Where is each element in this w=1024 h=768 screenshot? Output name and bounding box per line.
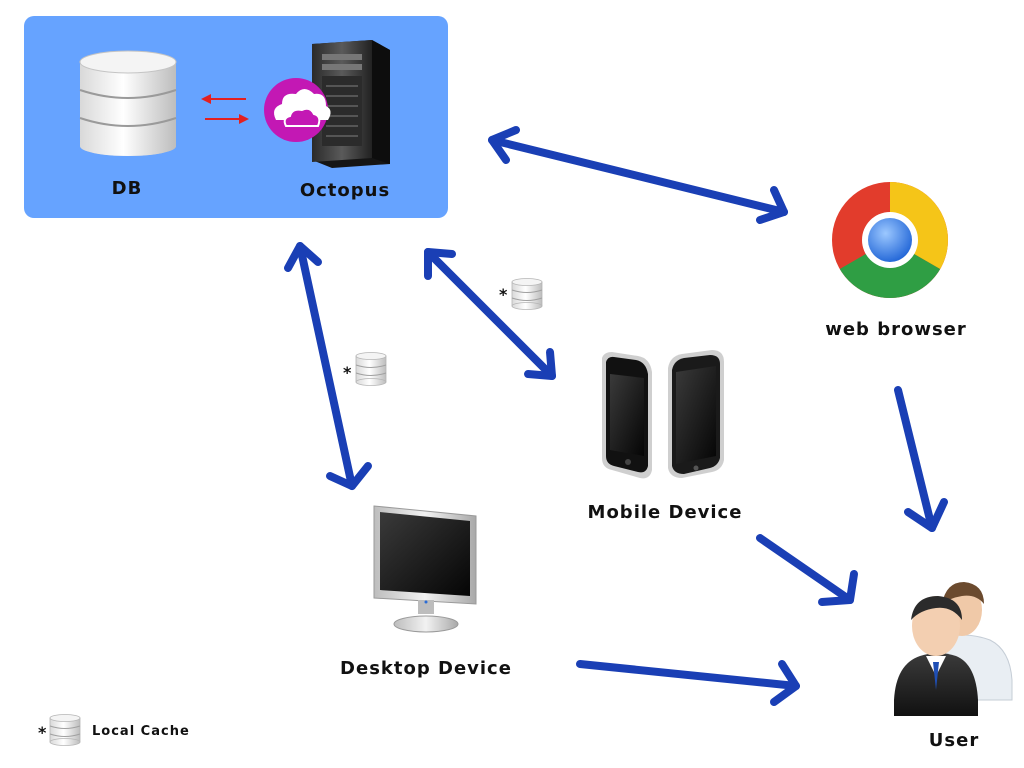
cache-marker-mobile: * bbox=[499, 278, 543, 310]
legend: * Local Cache bbox=[38, 714, 190, 746]
web-browser-label: web browser bbox=[825, 319, 967, 340]
arrow-server-browser bbox=[488, 126, 788, 224]
cache-db-icon bbox=[355, 352, 387, 386]
user-node: User bbox=[894, 582, 1013, 751]
user-label: User bbox=[929, 730, 979, 751]
db-label: DB bbox=[112, 178, 143, 199]
octopus-cloud-icon bbox=[264, 78, 331, 142]
smartphone-icon bbox=[602, 352, 652, 479]
arrow-server-mobile bbox=[424, 248, 556, 380]
database-icon bbox=[79, 50, 177, 156]
legend-asterisk: * bbox=[38, 723, 47, 742]
desktop-device-label: Desktop Device bbox=[340, 658, 512, 679]
octopus-label: Octopus bbox=[300, 180, 390, 201]
cache-db-icon bbox=[511, 278, 543, 310]
server-group-panel: DB Octopus bbox=[24, 16, 448, 218]
chrome-logo-icon bbox=[832, 182, 948, 298]
arrow-browser-user bbox=[894, 386, 948, 532]
connection-arrows bbox=[284, 126, 948, 706]
smartphone-back-icon bbox=[668, 350, 724, 478]
sync-arrows bbox=[201, 94, 249, 124]
mobile-device-node: Mobile Device bbox=[588, 350, 743, 523]
mobile-device-label: Mobile Device bbox=[588, 502, 743, 523]
legend-label: Local Cache bbox=[92, 724, 190, 739]
desktop-device-node: Desktop Device bbox=[340, 505, 512, 679]
arrow-mobile-user bbox=[756, 534, 858, 606]
monitor-icon bbox=[373, 505, 477, 633]
server-tower-icon bbox=[312, 40, 390, 168]
cache-asterisk: * bbox=[343, 363, 352, 382]
cache-asterisk: * bbox=[499, 285, 508, 304]
legend-cache-icon bbox=[49, 714, 81, 746]
arrow-server-desktop bbox=[284, 242, 372, 490]
web-browser-node: web browser bbox=[825, 182, 967, 340]
arrow-desktop-user bbox=[576, 660, 800, 706]
cache-marker-desktop: * bbox=[343, 352, 387, 386]
users-icon bbox=[894, 582, 1013, 716]
